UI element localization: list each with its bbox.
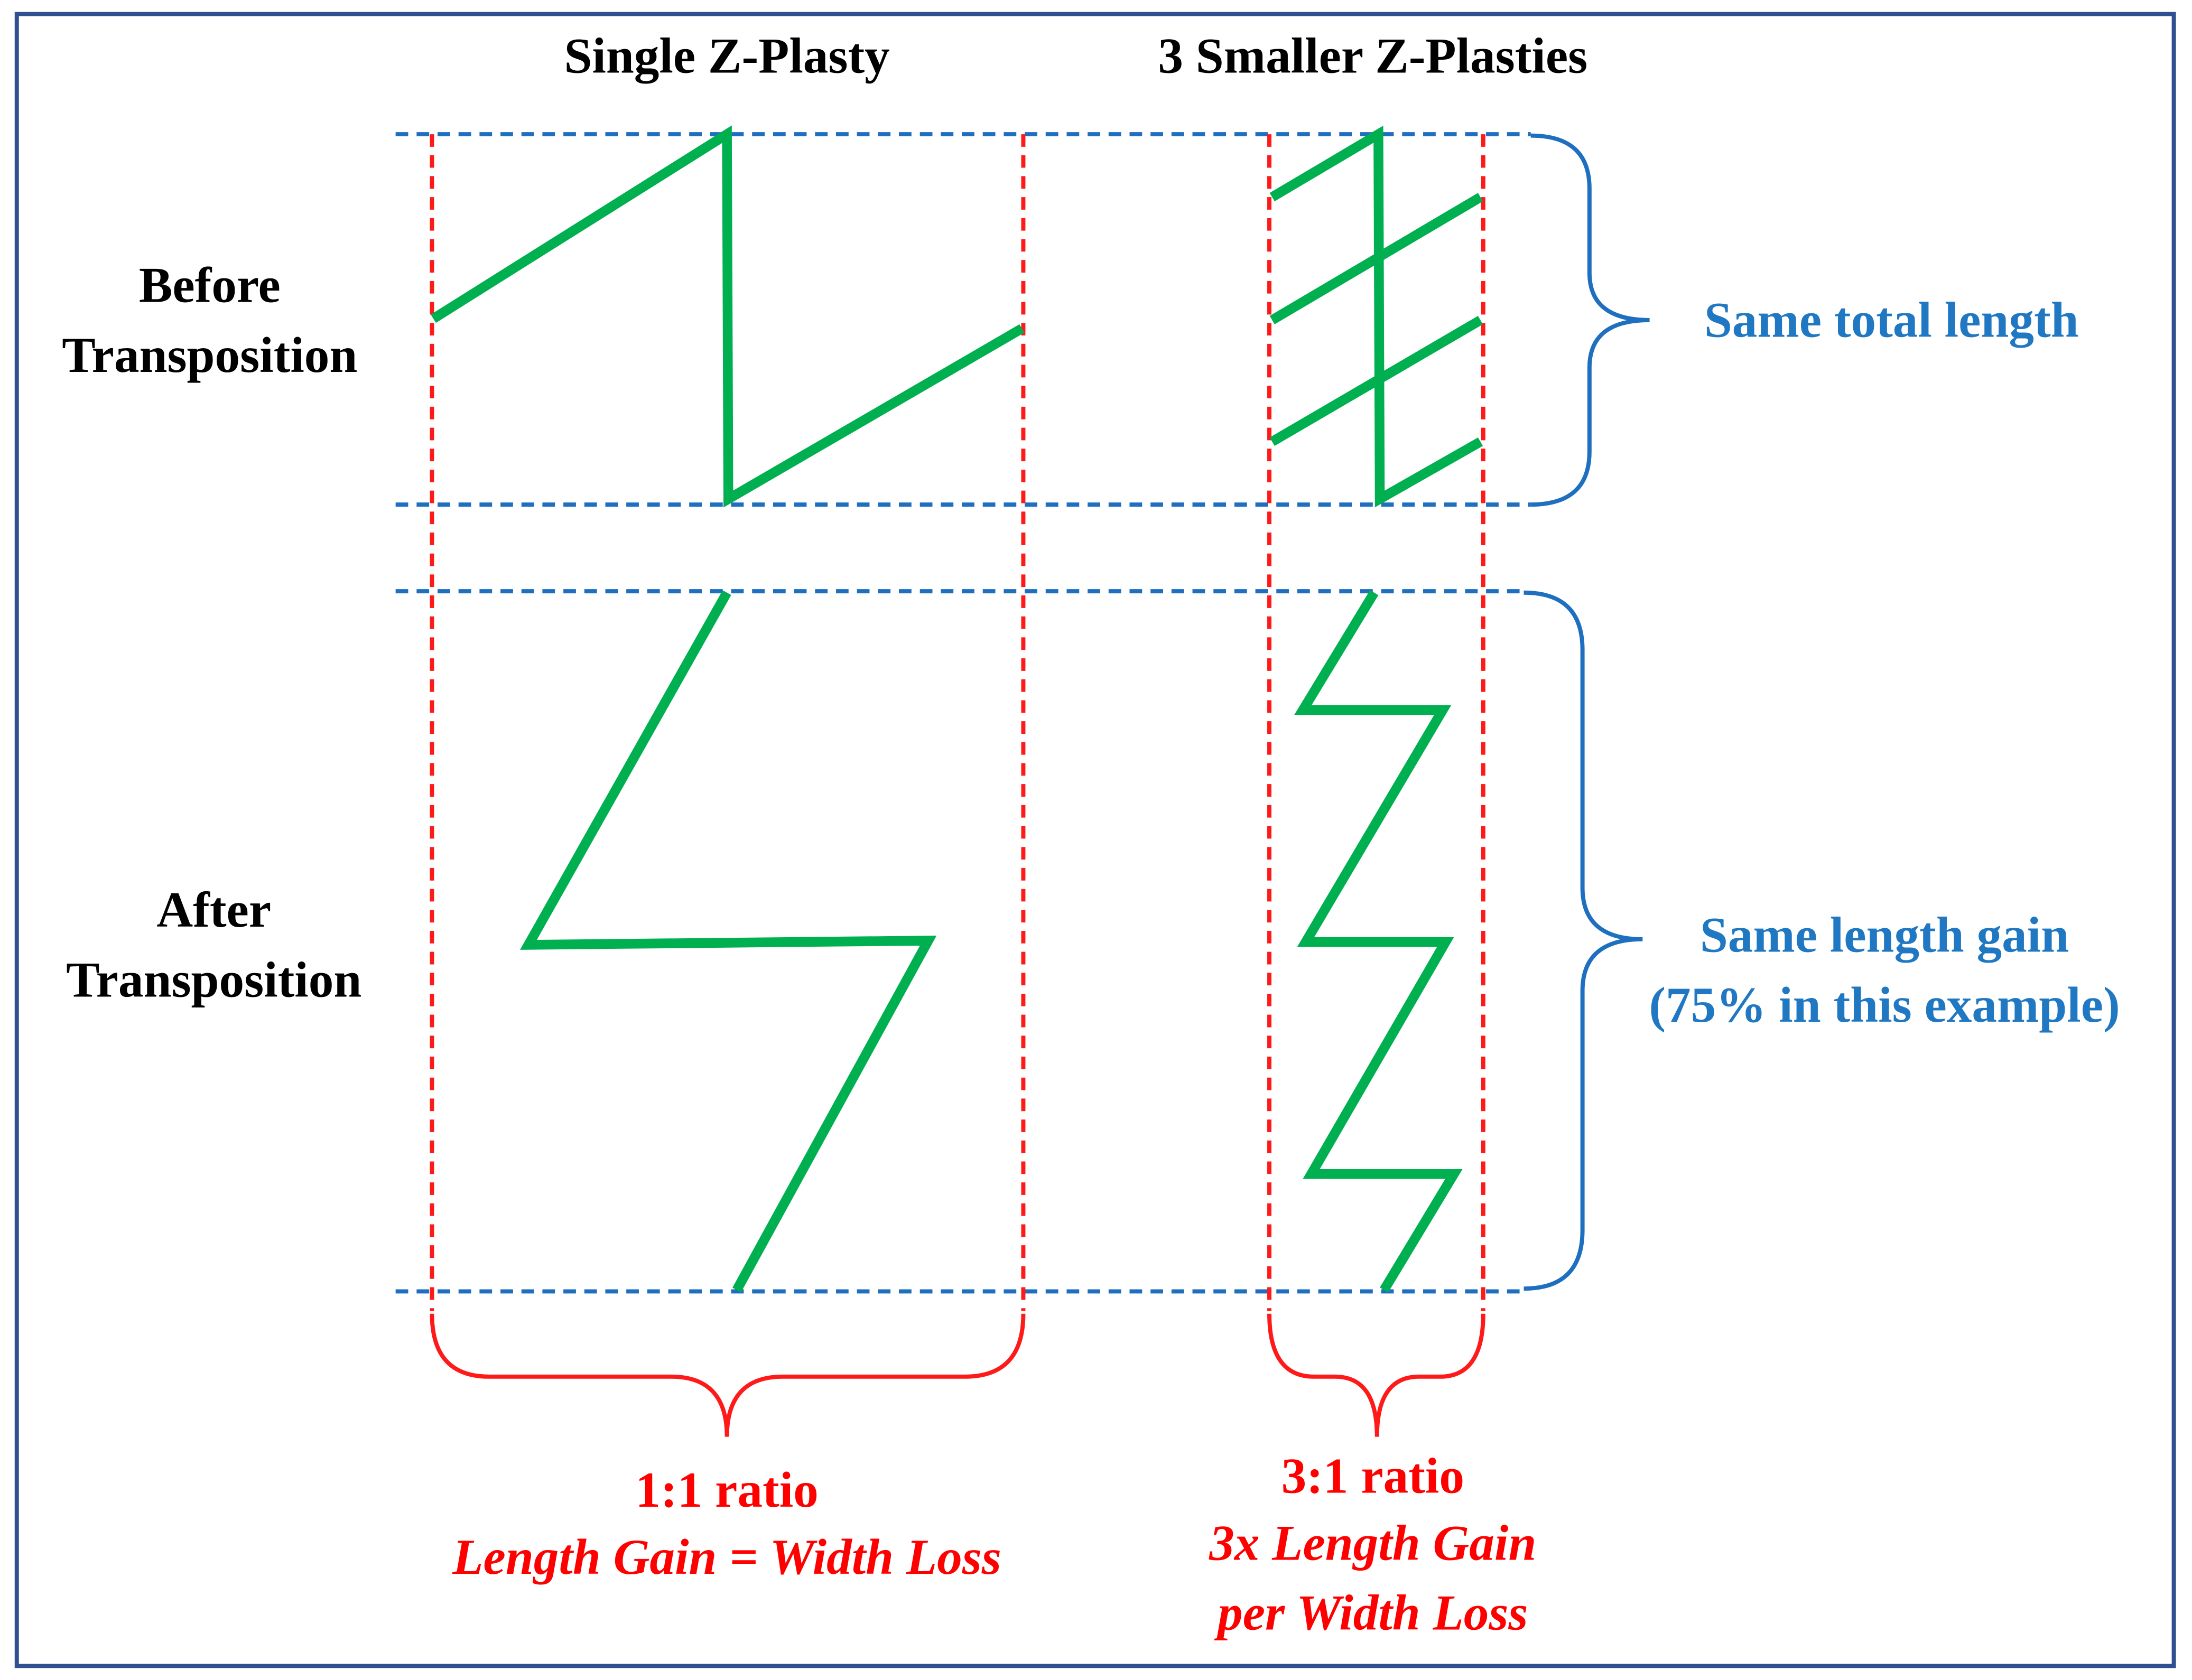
- ratio-single-note: Length Gain = Width Loss: [452, 1529, 1001, 1585]
- row-label-before-2: Transposition: [62, 327, 357, 383]
- single-z-before: [431, 125, 1025, 508]
- multi-z-before-main: [1269, 125, 1483, 508]
- brace-single-width: [430, 1313, 1026, 1437]
- multi-z-before-limb-1: [1269, 193, 1483, 324]
- ratio-multiple-note-1: 3x Length Gain: [1209, 1515, 1536, 1571]
- ratio-multiple-note-2: per Width Loss: [1214, 1585, 1528, 1641]
- column-title-single: Single Z-Plasty: [564, 28, 889, 84]
- brace-multi-width: [1267, 1313, 1485, 1437]
- single-z-after: [520, 590, 937, 1293]
- label-same-length-gain: Same length gain: [1700, 907, 2069, 963]
- label-gain-example: (75% in this example): [1649, 977, 2120, 1033]
- row-label-after-1: After: [156, 882, 271, 938]
- multi-z-before-limb-2: [1269, 315, 1483, 446]
- column-title-multiple: 3 Smaller Z-Plasties: [1158, 28, 1587, 84]
- row-label-before-1: Before: [139, 257, 281, 313]
- brace-same-total-length: [1530, 133, 1650, 507]
- frame-border: [14, 12, 2176, 1668]
- ratio-single: 1:1 ratio: [635, 1462, 818, 1518]
- ratio-multiple: 3:1 ratio: [1281, 1448, 1464, 1504]
- row-label-after-2: Transposition: [66, 951, 361, 1007]
- label-same-total-length: Same total length: [1704, 292, 2079, 348]
- multi-z-after: [1294, 590, 1463, 1293]
- brace-same-length-gain: [1524, 590, 1643, 1291]
